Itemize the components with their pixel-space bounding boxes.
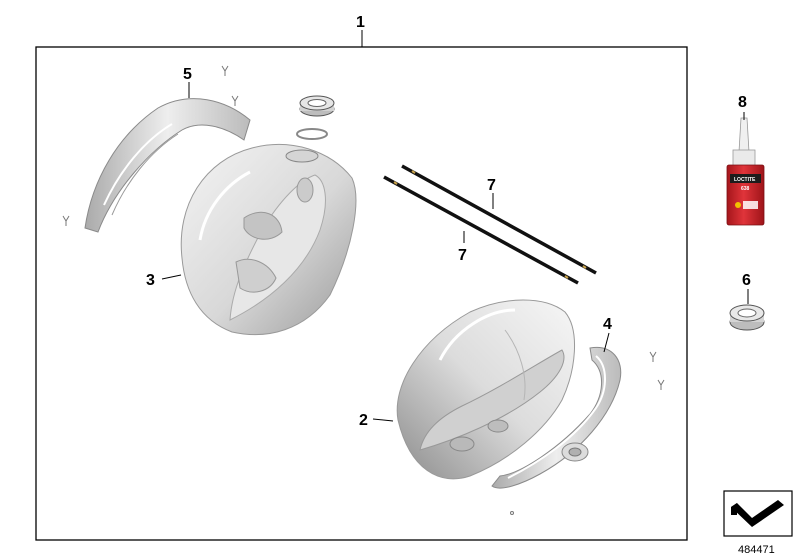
callout-7b: 7 [458, 247, 467, 264]
right-trim-leader [603, 332, 610, 353]
clip-icon [510, 351, 665, 515]
right-cover-part [396, 299, 575, 480]
right-cover-leader [372, 418, 394, 422]
left-cover-leader [161, 274, 182, 280]
doc-number: 484471 [738, 544, 775, 556]
reference-arrow-icon [723, 490, 793, 537]
left-trim-part [84, 98, 251, 233]
callout-5: 5 [183, 66, 192, 83]
assembly-frame [35, 46, 688, 541]
callout-8: 8 [738, 94, 747, 111]
callout-2: 2 [359, 412, 368, 429]
callout-7a: 7 [487, 177, 496, 194]
left-cover-part [180, 144, 357, 336]
adhesive-bottle: LOCTITE 638 [726, 117, 765, 226]
callout-4: 4 [603, 316, 612, 333]
clip-icon [62, 65, 239, 226]
left-nut-part [296, 95, 335, 140]
adhesive-number: 638 [741, 186, 750, 192]
strip-parts [383, 164, 597, 285]
callout-1: 1 [356, 14, 365, 31]
right-trim-part [491, 346, 622, 489]
callout-3: 3 [146, 272, 155, 289]
callout-6: 6 [742, 272, 751, 289]
nut-part [729, 304, 765, 331]
adhesive-brand: LOCTITE [734, 177, 756, 183]
